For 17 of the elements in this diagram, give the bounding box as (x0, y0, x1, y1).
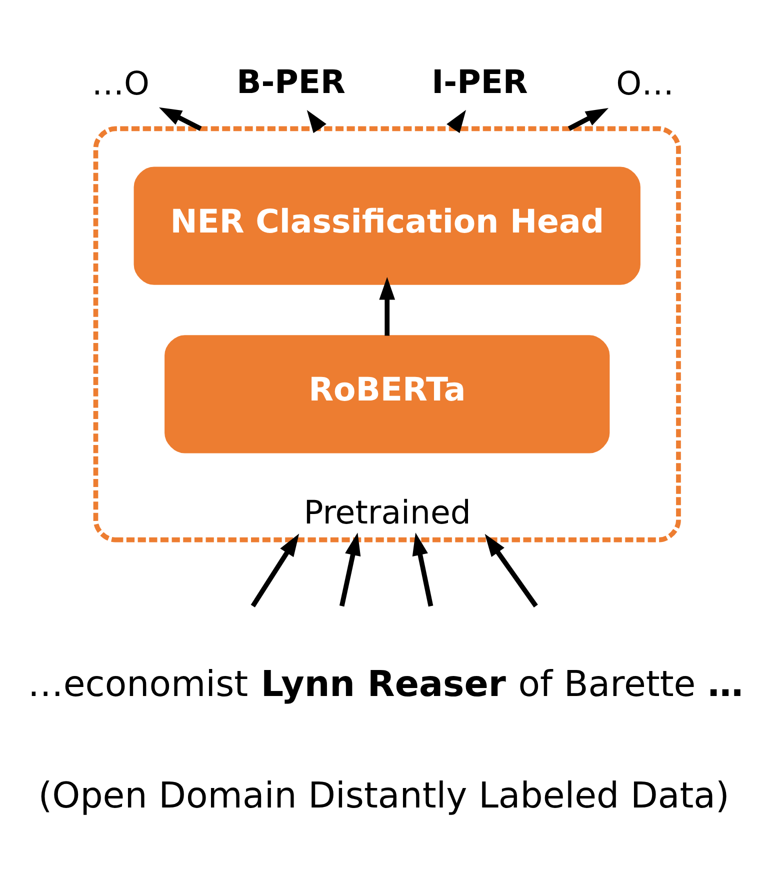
node-text: I-PER (432, 63, 528, 102)
arrow (379, 277, 396, 336)
arrow (568, 108, 609, 131)
label: …economist Lynn Reaser of Barette … (28, 664, 744, 705)
node-text: …O (92, 64, 150, 103)
node-text: O… (616, 64, 674, 103)
arrow (412, 532, 434, 607)
arrow (339, 532, 361, 607)
arrow (446, 110, 466, 134)
node-text: B-PER (236, 63, 346, 102)
arrow (306, 110, 326, 134)
arrow (484, 534, 538, 608)
arrow (158, 107, 202, 131)
arrow (250, 534, 300, 608)
node-box: NER Classification Head (134, 166, 640, 285)
label: (Open Domain Distantly Labeled Data) (38, 775, 730, 816)
node-box: RoBERTa (164, 335, 610, 454)
